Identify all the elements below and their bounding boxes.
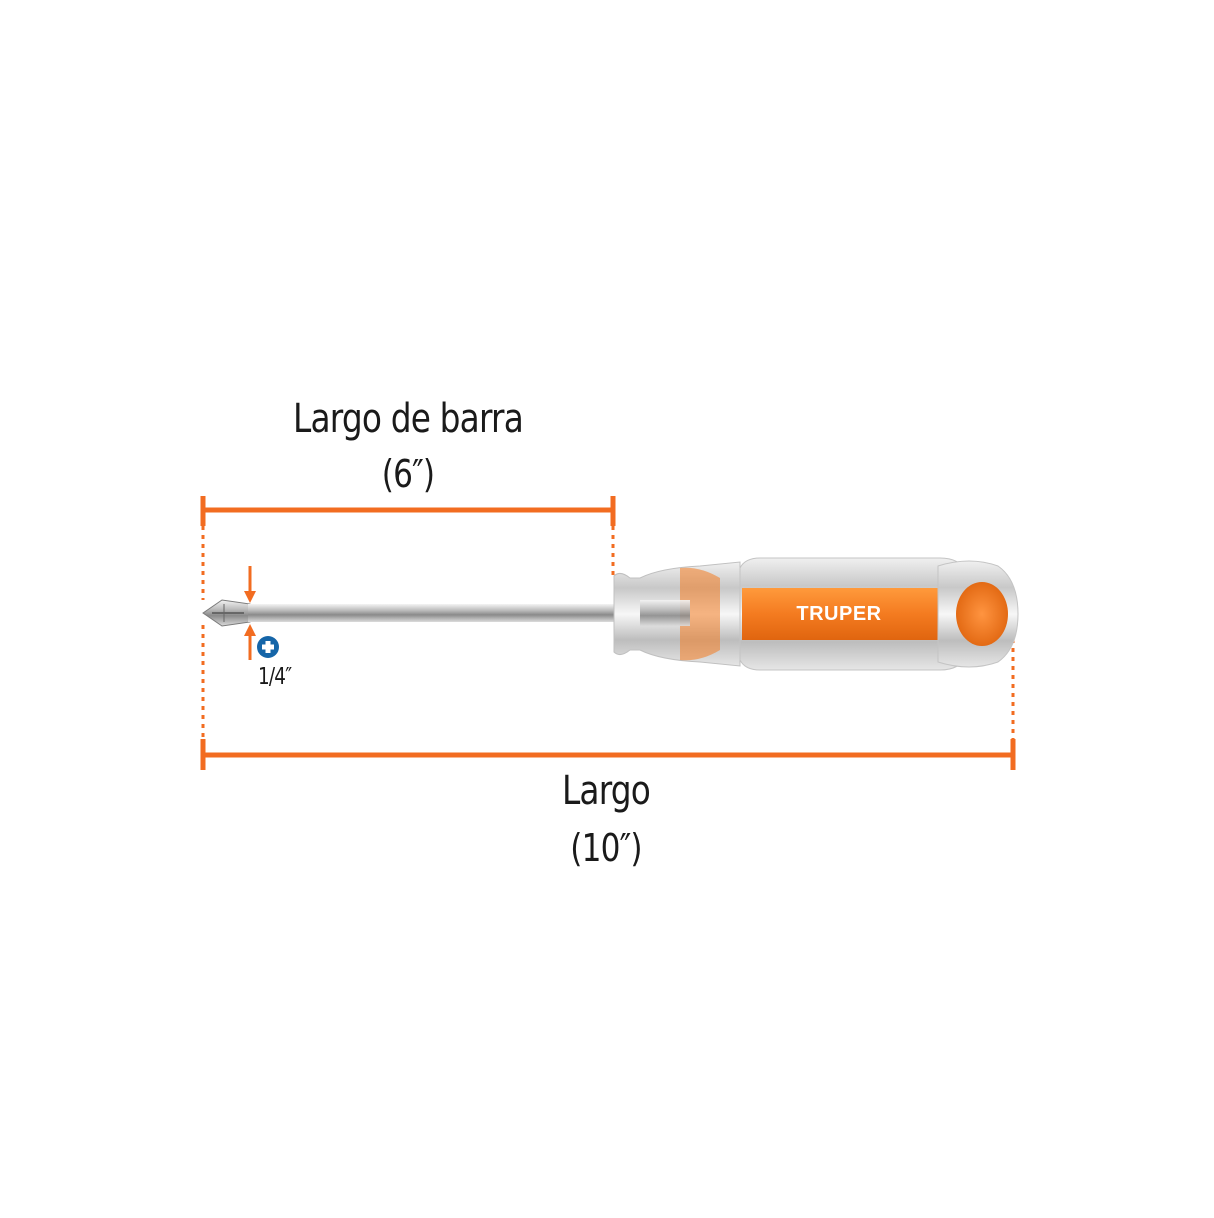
- handle-orange-panel: [742, 588, 940, 640]
- tip-top-arrowhead: [244, 591, 256, 603]
- rod-length-label: Largo de barra: [293, 396, 524, 442]
- screwdriver-shaft: [248, 604, 632, 622]
- tip-size-dimension: [244, 566, 256, 660]
- handle-cap-orange: [956, 582, 1008, 646]
- shaft-inside-handle: [640, 600, 690, 626]
- tip-bottom-arrowhead: [244, 624, 256, 636]
- overall-length-dimension: [200, 625, 1016, 770]
- handle-inner-orange-glow: [680, 567, 720, 661]
- tip-size-value: 1/4″: [258, 664, 292, 690]
- overall-length-value: (10″): [570, 826, 642, 870]
- overall-length-label: Largo: [561, 768, 651, 814]
- rod-length-dimension: [200, 496, 616, 600]
- phillips-cross-icon: [257, 636, 279, 658]
- brand-logo: TRUPER: [796, 603, 881, 625]
- rod-length-value: (6″): [381, 452, 435, 496]
- screwdriver: [202, 557, 1019, 671]
